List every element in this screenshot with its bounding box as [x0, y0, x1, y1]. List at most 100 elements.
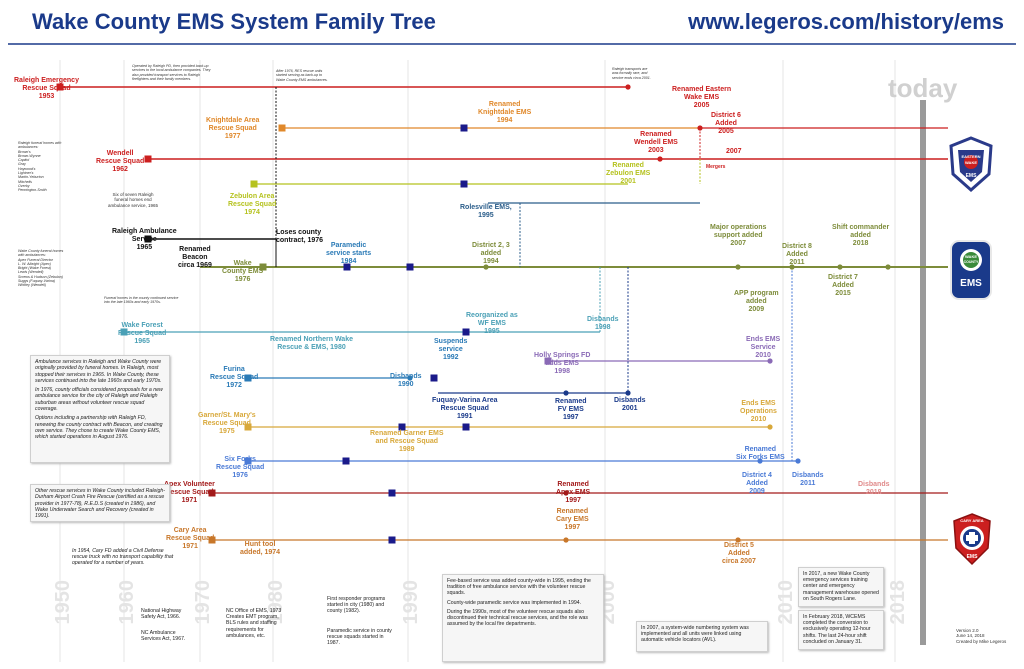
district4-label: District 4 Added 2009 — [742, 472, 772, 495]
history-paragraph-1: Ambulance services in Raleigh and Wake C… — [35, 359, 162, 384]
decade-1960: 1960 — [116, 580, 138, 625]
six-forks-start — [244, 457, 252, 465]
knightdale-rescue-label: Knightdale Area Rescue Squad 1977 — [206, 117, 260, 140]
renamed-apex-label: Renamed Apex EMS 1997 — [556, 481, 591, 504]
history-paragraph-3: Options including a partnership with Ral… — [35, 415, 163, 441]
major-ops-label: Major operations support added 2007 — [710, 224, 767, 247]
paramedic-marker-9 — [388, 536, 396, 544]
fuquay-rescue-label: Fuquay-Varina Area Rescue Squad 1991 — [432, 397, 498, 420]
loses-contract-label: Loses county contract, 1976 — [276, 229, 324, 244]
renamed-cary-label: Renamed Cary EMS 1997 — [556, 508, 589, 531]
nc-office-note: NC Office of EMS, 1973 Creates EMT progr… — [226, 608, 282, 639]
furina-disbands-dot — [407, 375, 413, 381]
version-note: Version 2.0 June 14, 2018 Created by Mik… — [956, 628, 1007, 644]
ends-ems-ops-dot — [767, 424, 773, 430]
paramedic-marker-1 — [460, 180, 468, 188]
note-six-raleigh: Six of seven Raleigh funeral homes end a… — [108, 192, 159, 208]
svg-text:CARY AREA: CARY AREA — [960, 518, 984, 523]
other-rescue-text: Other rescue services in Wake County inc… — [35, 488, 165, 520]
fv-disbands-dot — [625, 390, 631, 396]
suspends-label: Suspends service 1992 — [434, 338, 468, 361]
decade-2018: 2018 — [887, 580, 909, 625]
furina-start — [244, 374, 252, 382]
fv-disbands-label: Disbands 2001 — [614, 397, 646, 412]
decade-1950: 1950 — [52, 580, 74, 625]
ends-ems-2010-dot — [767, 358, 773, 364]
note-funeral-raleigh: Raleigh funeral homes with ambulances: B… — [18, 141, 62, 193]
cary-renamed-dot — [563, 537, 569, 543]
beacon-start — [144, 235, 152, 243]
page-title: Wake County EMS System Family Tree — [32, 9, 436, 34]
svg-text:EASTERN: EASTERN — [961, 154, 980, 159]
note-after-1976: After 1976, RES rescue units started ser… — [276, 69, 328, 82]
apex-rescue-label: Apex Volunteer Rescue Squad 1971 — [164, 481, 215, 504]
district6-label: District 6 Added 2005 — [711, 112, 741, 135]
furina-disbands-label: Disbands 1990 — [390, 373, 422, 388]
renamed-beacon-label: Renamed Beacon circa 1969 — [178, 246, 212, 269]
renamed-garner-label: Renamed Garner EMS and Rescue Squad 1989 — [370, 430, 444, 453]
history-paragraph-2: In 1976, county officials considered pro… — [35, 387, 163, 413]
today-bar — [920, 100, 926, 645]
note-funeral-homes-county: Funeral homes in the county continued se… — [104, 296, 179, 305]
six-forks-disbands-dot — [795, 458, 801, 464]
wendell-ems-dot — [657, 156, 663, 162]
wake-county-start — [259, 263, 267, 271]
renamed-eastern-wake-label: Renamed Eastern Wake EMS 2005 — [672, 86, 732, 109]
district-2-3-dot — [483, 264, 489, 270]
hunt-tool-label: Hunt tool added, 1974 — [240, 541, 281, 556]
paramedic-county-note: Paramedic service in county rescue squad… — [327, 628, 392, 647]
rolesville-label: Rolesville EMS, 1995 — [460, 204, 512, 219]
district5-dot — [735, 537, 741, 543]
district-2-3-label: District 2, 3 added 1994 — [472, 242, 510, 265]
note-funeral-county: Wake County funeral homes with ambulance… — [18, 249, 64, 288]
decade-1990: 1990 — [400, 580, 422, 625]
countywide-paramedic-text: County-wide paramedic service was implem… — [447, 599, 582, 606]
svg-text:WAKE: WAKE — [965, 160, 977, 165]
svg-text:EMS: EMS — [966, 173, 978, 179]
district8-label: District 8 Added 2011 — [782, 243, 812, 266]
zebulon-rescue-label: Zebulon Area Rescue Squad 1974 — [228, 193, 277, 216]
wake-forest-start — [120, 328, 128, 336]
raleigh-start — [56, 83, 64, 91]
year-2007-label: 2007 — [726, 148, 742, 155]
svg-text:COUNTY: COUNTY — [964, 260, 979, 264]
raleigh-rescue-label: Raleigh Emergency Rescue Squad 1953 — [14, 77, 79, 100]
apex-disbands-label: Disbands 2018 — [858, 481, 890, 496]
renamed-fv-label: Renamed FV EMS 1997 — [555, 398, 587, 421]
reorganized-wf-label: Reorganized as WF EMS 1995 — [466, 312, 518, 335]
apex-renamed-dot — [563, 490, 569, 496]
holly-springs-label: Holly Springs FD adds EMS 1998 — [534, 352, 591, 375]
district5-label: District 5 Added circa 2007 — [722, 542, 756, 565]
other-rescue-box: Other rescue services in Wake County inc… — [30, 484, 170, 522]
paramedic-marker-6 — [398, 423, 406, 431]
raleigh-ambulance-label: Raleigh Ambulance Service 1965 — [112, 228, 177, 251]
history-box: Ambulance services in Raleigh and Wake C… — [30, 355, 170, 463]
today-label: today — [888, 73, 958, 103]
paramedic-marker-8 — [388, 489, 396, 497]
major-ops-dot — [735, 264, 741, 270]
apex-start — [208, 489, 216, 497]
wendell-rescue-label: Wendell Rescue Squad 1962 — [96, 150, 145, 173]
svg-text:EMS: EMS — [967, 554, 979, 560]
cary-rescue-label: Cary Area Rescue Squad 1971 — [166, 527, 215, 550]
wake-county-ems-badge: WAKE COUNTY EMS — [948, 238, 994, 302]
wf-disbands-label: Disbands 1998 — [587, 316, 619, 331]
fee-based-box: Fee-based service was added county-wide … — [442, 574, 604, 662]
shift-commander-dot — [885, 264, 891, 270]
furina-rescue-label: Furina Rescue Squad 1972 — [210, 366, 259, 389]
source-url[interactable]: www.legeros.com/history/ems — [688, 9, 1004, 34]
cary-fd-1954-note: In 1954, Cary FD added a Civil Defense r… — [72, 548, 174, 567]
svg-text:EMS: EMS — [960, 278, 982, 289]
renamed-six-forks-label: Renamed Six Forks EMS — [736, 446, 785, 461]
ends-ems-ops-label: Ends EMS Operations 2010 — [740, 400, 777, 423]
six-forks-disbands-label: Disbands 2011 — [792, 472, 824, 487]
paramedic-marker-4 — [462, 328, 470, 336]
nc-ambulance-act-note: NC Ambulance Services Act, 1967. — [141, 630, 186, 643]
renamed-fv-dot — [563, 390, 569, 396]
knightdale-start — [278, 124, 286, 132]
paramedic-service-label: Paramedic service starts 1984 — [326, 242, 372, 265]
emergency-2017-text: In 2017, a new Wake County emergency ser… — [803, 571, 879, 602]
district7-dot — [837, 264, 843, 270]
note-raleigh-transports: Raleigh transports are was formally rare… — [612, 67, 651, 80]
